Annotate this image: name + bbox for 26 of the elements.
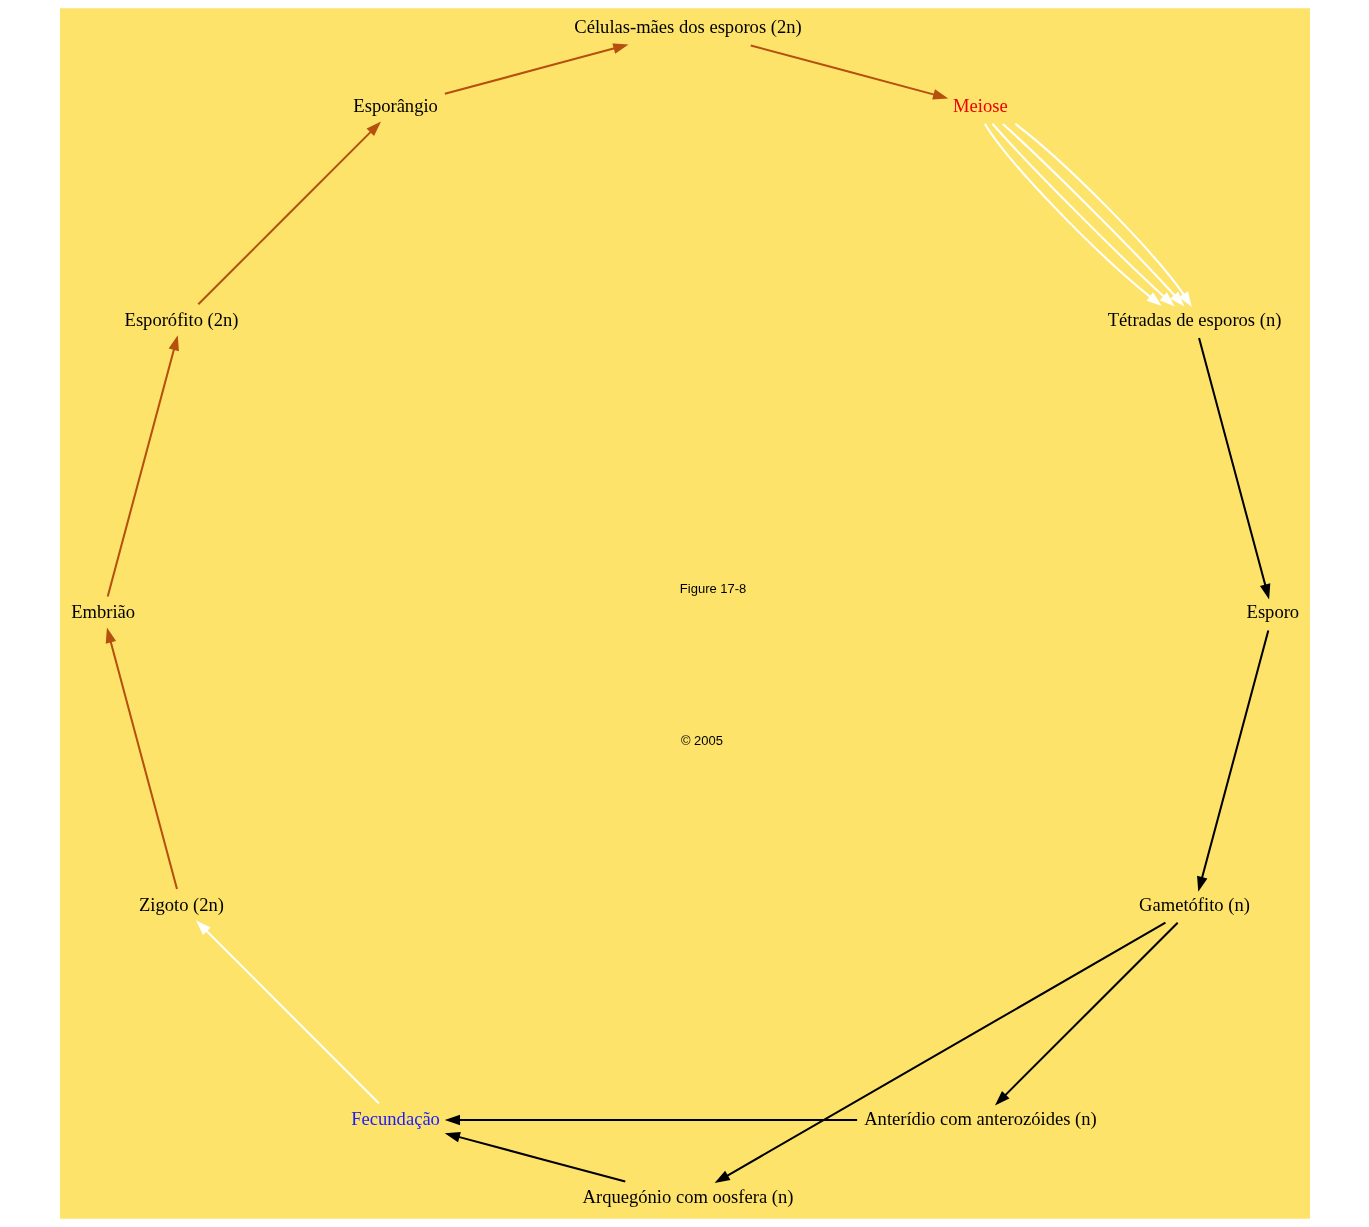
node-text: Esporo bbox=[1246, 601, 1299, 623]
arrow bbox=[1196, 630, 1269, 892]
arrow bbox=[106, 335, 179, 597]
arrow bbox=[444, 1114, 857, 1126]
node-text: Meiose bbox=[952, 94, 1008, 116]
node-text: Células-mães dos esporos (2n) bbox=[573, 16, 802, 38]
node-text: Gametófito (n) bbox=[1138, 893, 1250, 915]
node-text: Esporófito (2n) bbox=[124, 308, 238, 330]
label: © 2005 bbox=[680, 733, 723, 749]
node-text: Embrião bbox=[70, 601, 135, 623]
arrow bbox=[444, 43, 629, 95]
arrow bbox=[994, 922, 1178, 1106]
arrow bbox=[750, 44, 948, 100]
node-text: Esporângio bbox=[352, 94, 438, 116]
label: Figure 17-8 bbox=[679, 580, 746, 596]
arrow bbox=[197, 121, 381, 305]
arrow bbox=[195, 920, 380, 1104]
node-text: Fecundação bbox=[350, 1107, 440, 1129]
arrow bbox=[1197, 337, 1270, 600]
node-text: Arquegónio com oosfera (n) bbox=[582, 1185, 793, 1207]
arrow bbox=[105, 627, 178, 890]
arrow bbox=[714, 921, 1166, 1183]
node-text: Zigoto (2n) bbox=[138, 893, 224, 915]
arrow bbox=[444, 1131, 626, 1183]
node-text: Tétradas de esporos (n) bbox=[1107, 308, 1281, 330]
node-text: Anterídio com anterozóides (n) bbox=[863, 1107, 1097, 1129]
